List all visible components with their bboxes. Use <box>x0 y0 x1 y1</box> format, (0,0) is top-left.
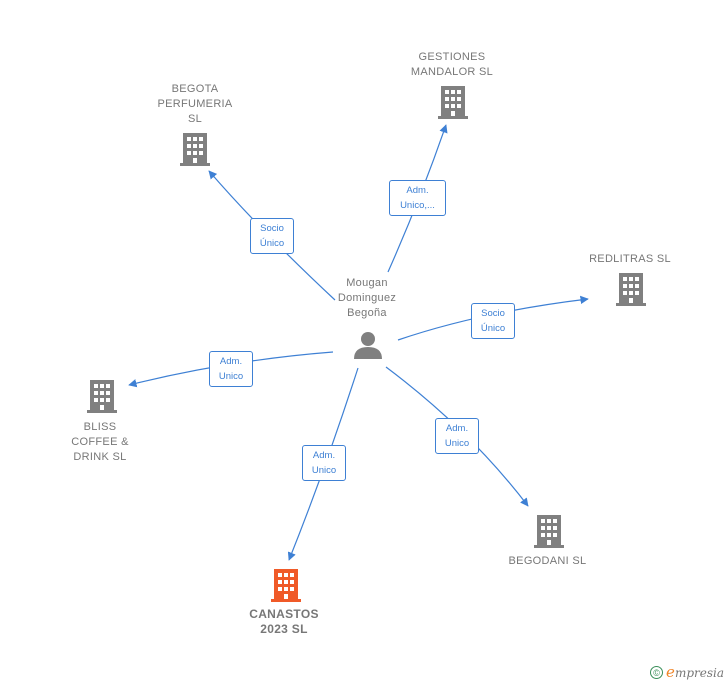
brand-logo[interactable]: empresia <box>666 663 724 681</box>
building-icon-redlitras[interactable] <box>616 273 646 306</box>
relation-label-begodani[interactable]: Adm. Unico <box>435 418 479 454</box>
footer: © empresia <box>650 663 724 681</box>
company-label-canastos[interactable]: CANASTOS 2023 SL <box>249 607 319 636</box>
building-icon-bliss[interactable] <box>87 380 117 413</box>
building-icon-begodani[interactable] <box>534 515 564 548</box>
relation-label-begota[interactable]: Socio Único <box>250 218 294 254</box>
relation-label-redlitras[interactable]: Socio Único <box>471 303 515 339</box>
company-label-gestiones[interactable]: GESTIONES MANDALOR SL <box>410 51 494 78</box>
relation-label-bliss[interactable]: Adm. Unico <box>209 351 253 387</box>
relation-label-gestiones[interactable]: Adm. Unico,... <box>389 180 446 216</box>
building-icon-gestiones[interactable] <box>438 86 468 119</box>
company-label-bliss[interactable]: BLISS COFFEE & DRINK SL <box>71 421 129 463</box>
company-label-begota[interactable]: BEGOTA PERFUMERIA SL <box>157 83 233 125</box>
building-icon-canastos[interactable] <box>271 569 301 602</box>
building-icon-begota[interactable] <box>180 133 210 166</box>
person-icon[interactable] <box>354 332 382 359</box>
company-label-begodani[interactable]: BEGODANI SL <box>508 555 587 567</box>
person-name[interactable]: Mougan Dominguez Begoña <box>337 277 397 319</box>
company-label-redlitras[interactable]: REDLITRAS SL <box>589 253 671 265</box>
relation-label-canastos[interactable]: Adm. Unico <box>302 445 346 481</box>
copyright-icon: © <box>650 665 664 679</box>
